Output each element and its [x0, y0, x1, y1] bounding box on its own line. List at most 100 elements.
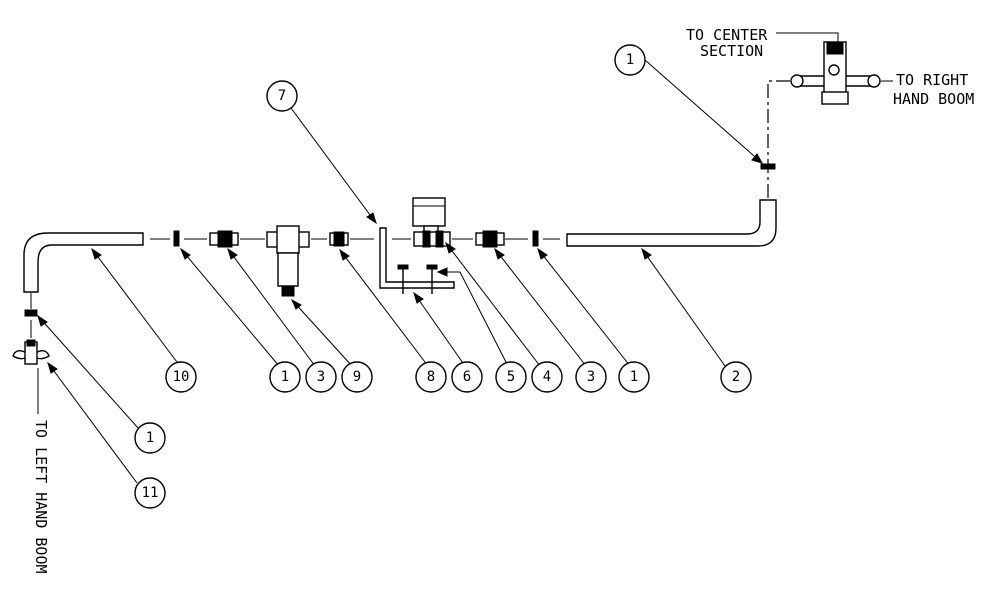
callout-5: 5: [495, 361, 527, 393]
leader-11: [47, 362, 138, 484]
hose-clamp-left: [24, 309, 38, 317]
callout-11: 11: [134, 477, 166, 509]
screw-b-head: [426, 264, 438, 270]
callout-number: 1: [630, 369, 638, 385]
tee-right-port: [867, 74, 881, 88]
callout-number: 3: [317, 369, 325, 385]
callout-circle: [531, 361, 563, 393]
arrow-10: [91, 247, 102, 260]
arrow-5: [436, 267, 448, 277]
valve-motor: [412, 197, 446, 227]
callout-8: 8: [415, 361, 447, 393]
adapter-left-hex: [217, 230, 233, 248]
hose-clamp-b: [532, 230, 539, 247]
control-valve: [412, 197, 451, 248]
to-center-section-label: TO CENTER SECTION: [686, 26, 839, 60]
tee-left-port: [790, 74, 804, 88]
callout-10: 10: [165, 361, 197, 393]
leader-1-a: [180, 248, 280, 367]
callout-number: 10: [173, 369, 190, 385]
adapter-right-hex: [482, 230, 498, 248]
strainer-cap: [276, 225, 300, 254]
callout-3-left: 3: [305, 361, 337, 393]
leader-8: [339, 249, 429, 367]
coupling-top: [26, 339, 36, 347]
tee-fitting: [790, 41, 881, 105]
hose-2: [566, 199, 777, 247]
callout-circle: [341, 361, 373, 393]
leader-1-b: [537, 248, 631, 367]
callout-number: 2: [732, 369, 740, 385]
callout-circle: [495, 361, 527, 393]
strainer-bowl: [277, 252, 299, 287]
tee-center-port: [828, 64, 840, 76]
callout-circle: [614, 44, 646, 76]
arrow-3-right: [494, 247, 505, 260]
callout-6: 6: [451, 361, 483, 393]
to-center-leader: [776, 32, 839, 42]
to-right-line2: HAND BOOM: [893, 90, 974, 108]
callout-4: 4: [531, 361, 563, 393]
callout-circle: [266, 80, 298, 112]
valve-port-a: [422, 230, 431, 248]
hose-clamp-upper: [760, 163, 776, 170]
callout-number: 8: [427, 369, 435, 385]
arrow-1-top: [751, 153, 764, 164]
arrow-7: [366, 212, 377, 225]
hose-barb-adapter-left: [209, 230, 239, 248]
component-centerlines: [30, 238, 560, 338]
screw-a-head: [397, 264, 409, 270]
nipple-hex: [333, 231, 345, 247]
leader-3-right: [494, 248, 587, 367]
arrow-6: [413, 291, 424, 304]
mounting-screws: [397, 264, 438, 294]
callout-1-b: 1: [618, 361, 650, 393]
leader-5: [438, 271, 509, 367]
leader-3-left: [227, 248, 316, 367]
leader-1-left: [37, 315, 139, 429]
nipple-fitting: [329, 231, 349, 247]
leader-6: [413, 292, 466, 367]
valve-body: [413, 231, 451, 247]
strainer-drain: [281, 285, 295, 297]
to-center-line2: SECTION: [700, 42, 763, 60]
callout-number: 9: [353, 369, 361, 385]
callout-number: 4: [543, 369, 551, 385]
leader-9: [291, 299, 353, 367]
arrow-3-left: [227, 247, 238, 260]
hose-barb-adapter-right: [475, 230, 505, 248]
callout-2: 2: [720, 361, 752, 393]
callout-circle: [575, 361, 607, 393]
callout-3-right: 3: [575, 361, 607, 393]
callout-1-left: 1: [134, 422, 166, 454]
leader-1-top: [644, 59, 763, 164]
arrow-9: [290, 298, 302, 310]
callout-number: 5: [507, 369, 515, 385]
callout-1-a: 1: [269, 361, 301, 393]
callout-number: 1: [146, 430, 154, 446]
callout-1-top: 1: [614, 44, 646, 76]
callout-number: 1: [626, 52, 634, 68]
arrow-11: [47, 361, 58, 374]
callout-circle: [134, 422, 166, 454]
quick-coupling: [12, 339, 50, 365]
callout-number: 11: [142, 485, 159, 501]
leader-7: [290, 107, 377, 224]
callout-circle: [305, 361, 337, 393]
coupling-left-lever: [12, 349, 26, 360]
leader-10: [91, 248, 181, 367]
callout-number: 3: [587, 369, 595, 385]
leader-4: [445, 242, 541, 367]
callout-number: 1: [281, 369, 289, 385]
callout-circle: [720, 361, 752, 393]
hose-10: [23, 232, 144, 293]
arrow-1-left: [37, 314, 48, 327]
tee-bottom-nut: [821, 91, 849, 105]
coupling-right-lever: [36, 349, 50, 360]
leader-lines: [37, 59, 764, 484]
callout-circle: [618, 361, 650, 393]
callout-circle: [165, 361, 197, 393]
arrow-4: [445, 241, 456, 254]
to-center-line1: TO CENTER: [686, 26, 768, 44]
